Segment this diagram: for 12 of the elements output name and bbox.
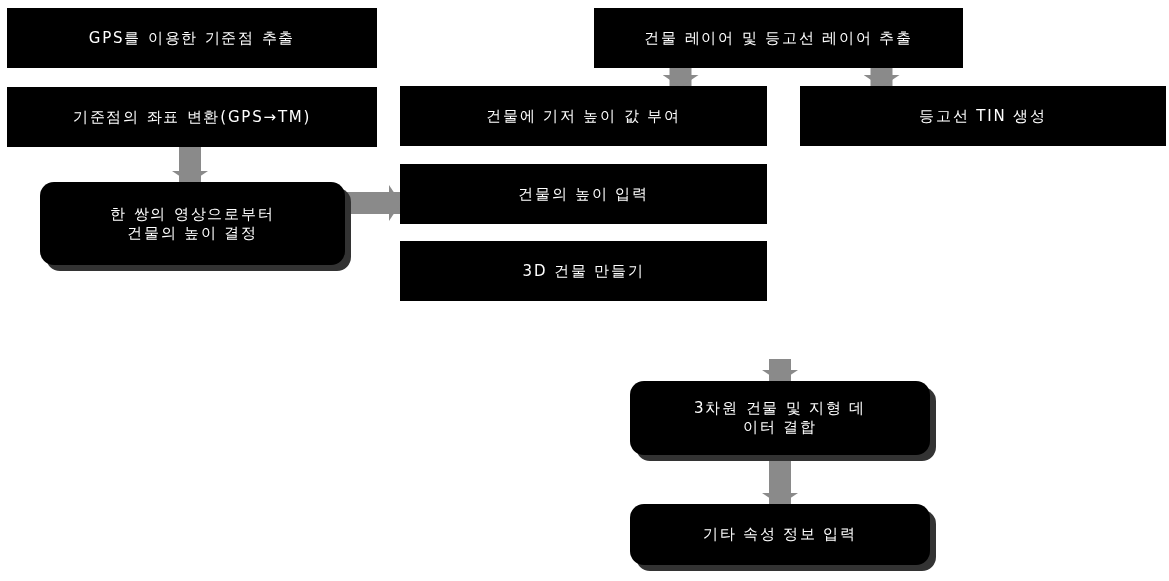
process-box: 기준점의 좌표 변환(GPS→TM) — [7, 87, 377, 147]
process-box: 건물의 높이 입력 — [400, 164, 767, 224]
process-box: 등고선 TIN 생성 — [800, 86, 1166, 146]
process-box: 건물에 기저 높이 값 부여 — [400, 86, 767, 146]
arrow — [762, 359, 798, 382]
arrow — [863, 68, 900, 87]
arrow — [662, 68, 699, 87]
process-box: GPS를 이용한 기준점 추출 — [7, 8, 377, 68]
arrow — [345, 185, 401, 221]
process-box: 건물 레이어 및 등고선 레이어 추출 — [594, 8, 963, 68]
arrow — [172, 147, 208, 183]
process-box: 3D 건물 만들기 — [400, 241, 767, 301]
